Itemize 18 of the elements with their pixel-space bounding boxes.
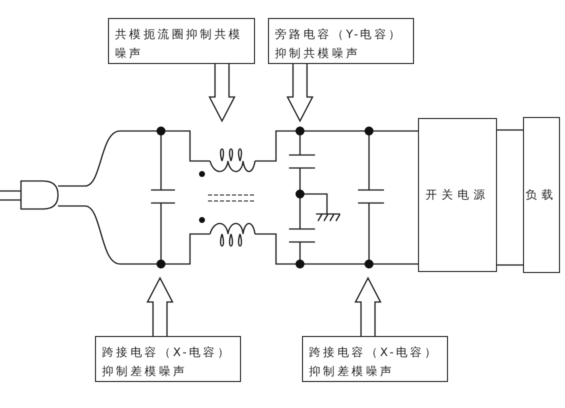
callout-box [108, 18, 255, 64]
callout-text: 旁路电容（Y-电容）抑制共模噪声 [275, 26, 404, 62]
block-label: 开关电源 [424, 188, 490, 202]
block-box [418, 118, 497, 272]
callout-text: 共模扼流圈抑制共模噪声 [115, 26, 244, 62]
callout-box [302, 336, 448, 382]
wire [497, 264, 523, 266]
block-label: 负载 [524, 188, 558, 202]
block-arrow [208, 63, 236, 122]
callout-text: 跨接电容（X-电容）抑制差模噪声 [102, 344, 232, 380]
callout-box [95, 336, 241, 382]
block-arrow [146, 276, 174, 337]
callout-box [268, 18, 414, 64]
block-box [523, 117, 560, 273]
block-arrow [286, 63, 314, 122]
wire [497, 129, 523, 131]
block-arrow [354, 276, 382, 337]
callout-text: 跨接电容（X-电容）抑制差模噪声 [309, 344, 440, 380]
